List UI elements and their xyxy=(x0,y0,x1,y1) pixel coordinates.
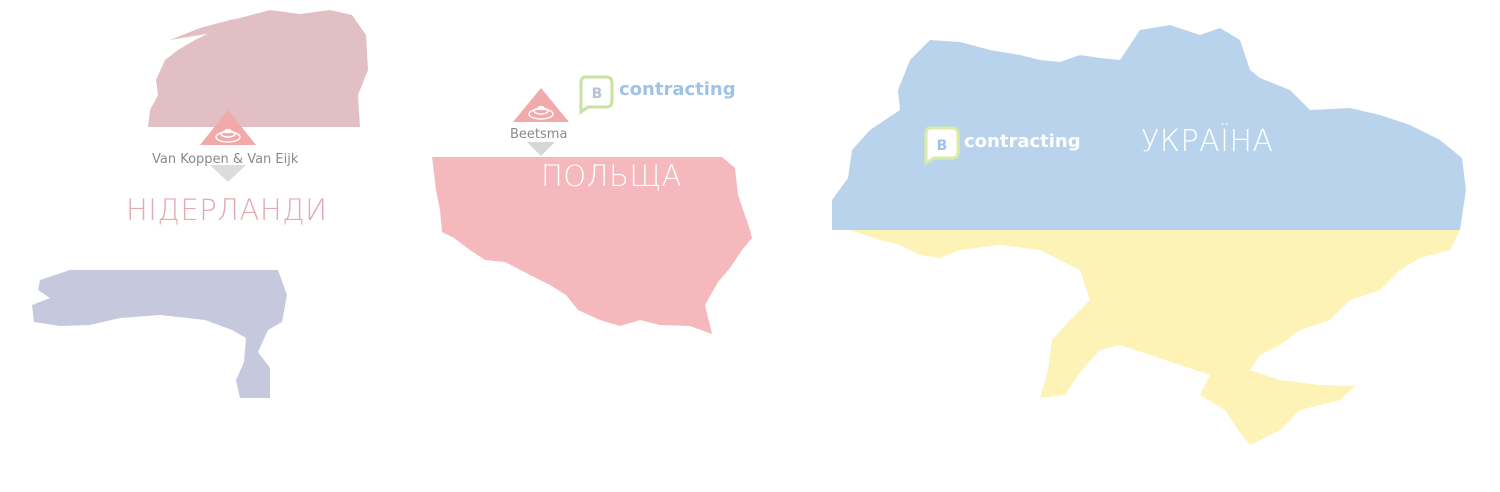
svg-text:B: B xyxy=(937,138,948,154)
netherlands-north-region xyxy=(148,10,368,127)
bcontracting-logo-ukraine: B xyxy=(924,126,960,166)
van-koppen-triangle-icon xyxy=(200,110,256,145)
bcontracting-logo-poland: B xyxy=(579,75,614,115)
netherlands-label: НІДЕРЛАНДИ xyxy=(126,193,328,227)
poland-label: ПОЛЬЩА xyxy=(541,159,682,193)
ukraine-yellow-region xyxy=(850,230,1460,445)
netherlands-south-region xyxy=(32,270,287,398)
beetsma-name: Beetsma xyxy=(510,127,568,142)
beetsma-triangle-icon xyxy=(513,88,569,122)
bcontracting-badge-icon xyxy=(579,75,614,115)
beetsma-logo xyxy=(513,88,569,156)
bcontracting-text-poland: contracting xyxy=(619,79,736,100)
van-koppen-name: Van Koppen & Van Eijk xyxy=(152,152,299,167)
bcontracting-badge-icon xyxy=(924,126,960,166)
ukraine-blue-region xyxy=(832,25,1466,230)
poland-region xyxy=(432,157,752,334)
beetsma-shadow-icon xyxy=(527,142,555,156)
bcontracting-text-ukraine: contracting xyxy=(964,131,1081,152)
svg-text:B: B xyxy=(592,86,603,102)
van-koppen-shadow-icon xyxy=(210,165,246,182)
ukraine-label: УКРАЇНА xyxy=(1141,124,1274,159)
van-koppen-logo xyxy=(200,110,256,182)
